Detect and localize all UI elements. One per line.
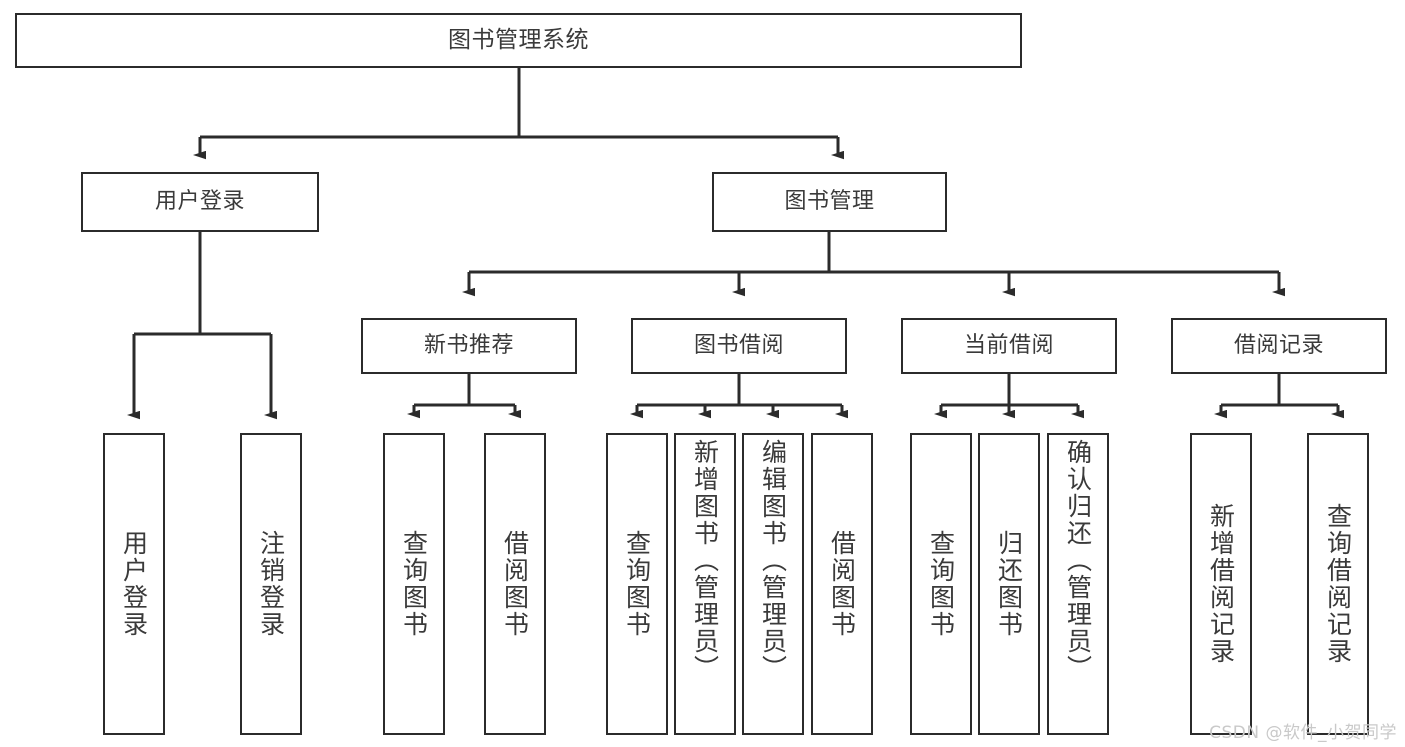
leaf-node-add-record[interactable]: 新增借阅记录 bbox=[1190, 433, 1252, 735]
node-root-label: 图书管理系统 bbox=[448, 26, 589, 53]
node-new-book-recommend[interactable]: 新书推荐 bbox=[361, 318, 577, 374]
node-user-login[interactable]: 用户登录 bbox=[81, 172, 319, 232]
leaf-node-confirm-return[interactable]: 确认归还（管理员） bbox=[1047, 433, 1109, 735]
leaf-node-borrow-book-1-label: 借阅图书 bbox=[500, 530, 530, 638]
node-root-book-management-system[interactable]: 图书管理系统 bbox=[15, 13, 1022, 68]
leaf-node-add-record-label: 新增借阅记录 bbox=[1206, 503, 1236, 665]
leaf-node-user-login-label: 用户登录 bbox=[119, 530, 149, 638]
leaf-node-query-record[interactable]: 查询借阅记录 bbox=[1307, 433, 1369, 735]
leaf-node-user-login[interactable]: 用户登录 bbox=[103, 433, 165, 735]
leaf-node-query-book-3[interactable]: 查询图书 bbox=[910, 433, 972, 735]
leaf-node-query-book-1-label: 查询图书 bbox=[399, 530, 429, 638]
node-book-management[interactable]: 图书管理 bbox=[712, 172, 947, 232]
node-new-book-recommend-label: 新书推荐 bbox=[423, 332, 514, 358]
node-book-borrow-label: 图书借阅 bbox=[693, 332, 784, 358]
leaf-node-query-record-label: 查询借阅记录 bbox=[1323, 503, 1353, 665]
leaf-node-borrow-book-2[interactable]: 借阅图书 bbox=[811, 433, 873, 735]
csdn-watermark: CSDN @软件_小贺同学 bbox=[1209, 723, 1397, 743]
leaf-node-borrow-book-2-label: 借阅图书 bbox=[827, 530, 857, 638]
node-book-borrow[interactable]: 图书借阅 bbox=[631, 318, 847, 374]
leaf-node-add-book[interactable]: 新增图书（管理员） bbox=[674, 433, 736, 735]
node-current-borrow-label: 当前借阅 bbox=[963, 332, 1054, 358]
node-current-borrow[interactable]: 当前借阅 bbox=[901, 318, 1117, 374]
leaf-node-return-book[interactable]: 归还图书 bbox=[978, 433, 1040, 735]
leaf-node-logout-login-label: 注销登录 bbox=[256, 530, 286, 638]
leaf-node-logout-login[interactable]: 注销登录 bbox=[240, 433, 302, 735]
leaf-node-return-book-label: 归还图书 bbox=[994, 530, 1024, 638]
leaf-node-query-book-2[interactable]: 查询图书 bbox=[606, 433, 668, 735]
leaf-node-edit-book-label: 编辑图书（管理员） bbox=[758, 439, 788, 682]
leaf-node-query-book-2-label: 查询图书 bbox=[622, 530, 652, 638]
leaf-node-query-book-3-label: 查询图书 bbox=[926, 530, 956, 638]
node-user-login-label: 用户登录 bbox=[154, 188, 245, 214]
leaf-node-borrow-book-1[interactable]: 借阅图书 bbox=[484, 433, 546, 735]
leaf-node-confirm-return-label: 确认归还（管理员） bbox=[1063, 439, 1093, 682]
leaf-node-add-book-label: 新增图书（管理员） bbox=[690, 439, 720, 682]
leaf-node-query-book-1[interactable]: 查询图书 bbox=[383, 433, 445, 735]
node-borrow-record-label: 借阅记录 bbox=[1233, 332, 1324, 358]
node-borrow-record[interactable]: 借阅记录 bbox=[1171, 318, 1387, 374]
leaf-node-edit-book[interactable]: 编辑图书（管理员） bbox=[742, 433, 804, 735]
node-book-management-label: 图书管理 bbox=[784, 188, 875, 214]
